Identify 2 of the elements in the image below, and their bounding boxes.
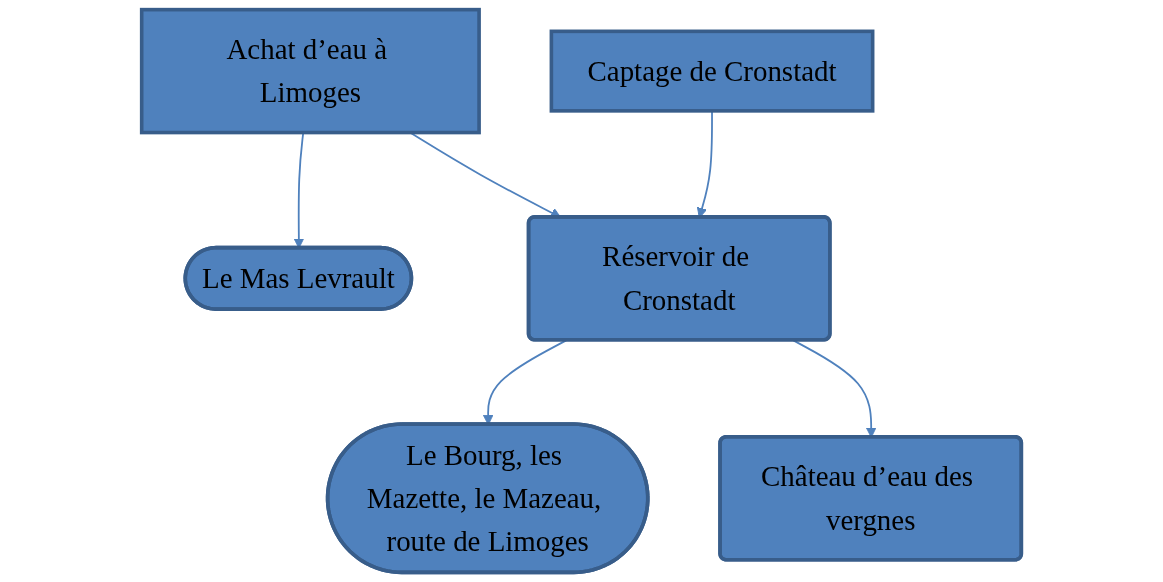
node-box: Achat d’eau à Limoges	[139, 7, 481, 135]
node-box: Captage de Cronstadt	[549, 29, 875, 113]
